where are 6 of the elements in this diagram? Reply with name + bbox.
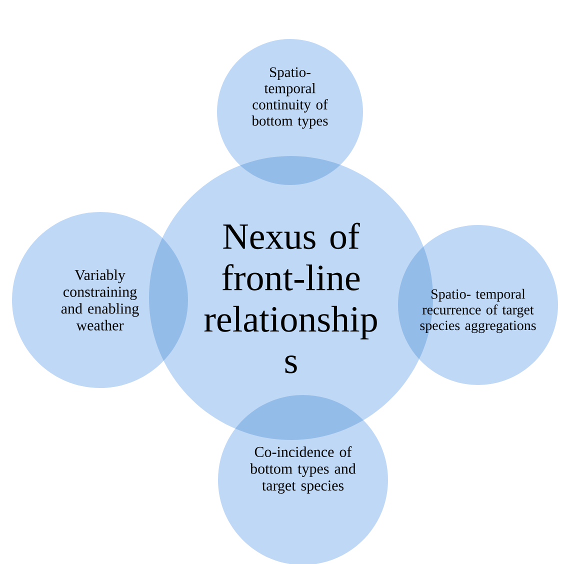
- circle-node: Variably constraining and enabling weather: [12, 212, 188, 388]
- node-label: Variably constraining and enabling weather: [61, 270, 139, 330]
- node-label: Co-incidence of bottom types and target species: [250, 446, 356, 494]
- circle-node: Spatio- temporal recurrence of target species aggregations: [398, 225, 558, 385]
- circle-node: Spatio- temporal continuity of bottom types: [217, 39, 363, 185]
- node-label: Spatio- temporal continuity of bottom types: [252, 67, 328, 129]
